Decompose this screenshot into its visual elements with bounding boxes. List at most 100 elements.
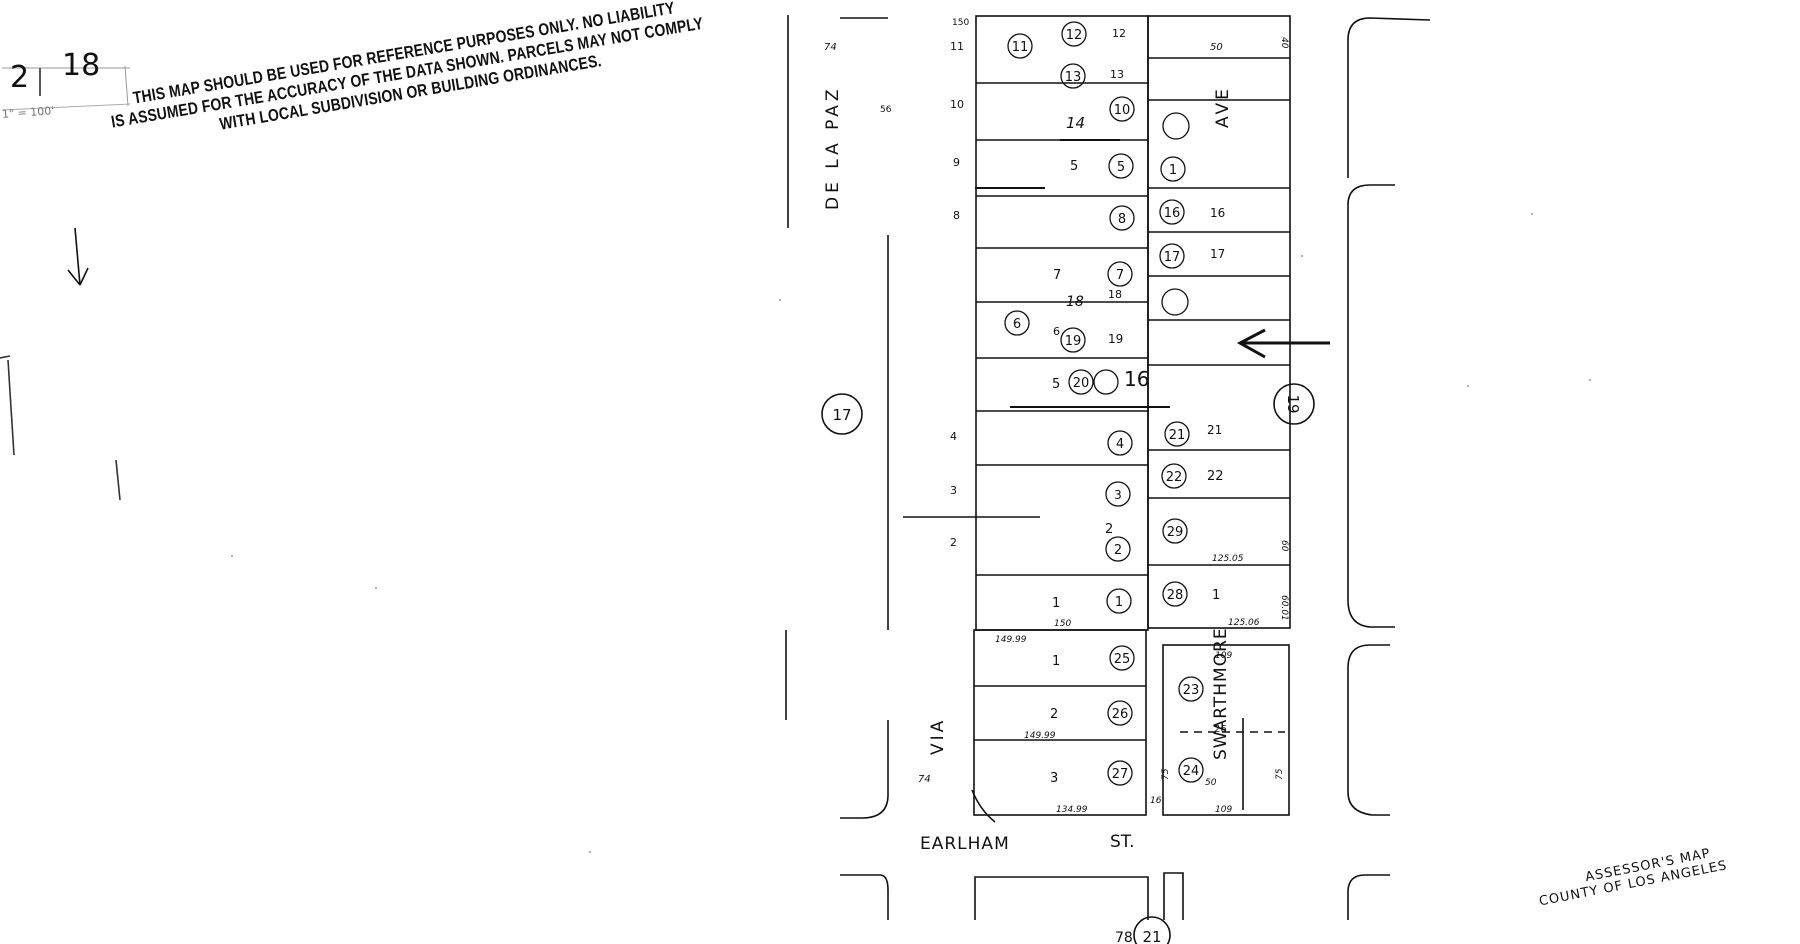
- dim-150-top: 150: [952, 18, 969, 28]
- parcel-25-icon: [1109, 645, 1135, 671]
- sw-lot-3-label: 3: [1050, 771, 1058, 786]
- parcel-13-label: 13: [1065, 70, 1082, 85]
- block-ref-circles: [821, 383, 1315, 944]
- parcel-19-label: 19: [1065, 334, 1082, 349]
- map-labels: 17 19 21 78 DE LA PAZ VIA SWARTHMORE AVE…: [823, 18, 1302, 944]
- lot-1-label: 1: [1052, 596, 1060, 611]
- lot-13-label: 13: [1110, 68, 1124, 81]
- sw-lot-2-label: 2: [1050, 707, 1058, 722]
- map-page-number: 18: [62, 48, 101, 83]
- dim-16: 16: [1150, 796, 1162, 806]
- east-lot-17-label: 17: [1210, 247, 1225, 261]
- east-lot-16-label: 16: [1210, 206, 1225, 220]
- lot-12-label: 12: [1112, 27, 1126, 40]
- lot-4: 4: [950, 430, 957, 443]
- parcel-east-28-icon: [1162, 581, 1188, 607]
- lot-9: 9: [953, 156, 960, 169]
- parcel-18-label: 18: [1066, 294, 1084, 310]
- map-index-box: [1, 65, 131, 111]
- parcel-23-label: 23: [1183, 683, 1200, 698]
- parcel-26-label: 26: [1112, 707, 1129, 722]
- parcel-circles: [1004, 21, 1204, 786]
- sw-lot-1-label: 1: [1052, 654, 1060, 669]
- parcel-25-label: 25: [1114, 652, 1131, 667]
- dim-74: 74: [824, 42, 837, 53]
- dim-109-bottom: 109: [1215, 805, 1232, 815]
- parcel-east-17-icon: [1159, 243, 1185, 269]
- east-parcel-17-label: 17: [1164, 250, 1181, 265]
- map-linework: [0, 15, 1431, 920]
- east-parcel-16-label: 16: [1164, 206, 1181, 221]
- parcel-8-label: 8: [1118, 212, 1126, 227]
- parcel-27-icon: [1107, 760, 1133, 786]
- parcel-5-icon: [1108, 153, 1134, 179]
- map-book-number: 2: [10, 60, 30, 95]
- parcel-4-icon: [1107, 430, 1133, 456]
- parcel-east-22-icon: [1161, 463, 1187, 489]
- scan-specks: [231, 213, 1591, 853]
- parcel-27-label: 27: [1112, 767, 1129, 782]
- dim-75-right: 75: [1275, 768, 1285, 780]
- dim-26: 26: [1214, 724, 1227, 735]
- parcel-23-icon: [1178, 676, 1204, 702]
- street-ave: AVE: [1213, 86, 1233, 128]
- street-swarthmore: SWARTHMORE: [1211, 627, 1231, 760]
- parcel-24-icon: [1178, 757, 1204, 783]
- block-78-label: 78: [1115, 930, 1133, 944]
- lot-8: 8: [953, 209, 960, 222]
- lot-11: 11: [950, 40, 964, 53]
- lot-14-label: 14: [1066, 114, 1085, 132]
- street-st: ST.: [1110, 832, 1135, 852]
- block-17-label: 17: [832, 406, 851, 424]
- lot-3: 3: [950, 484, 957, 497]
- parcel-1-icon: [1106, 588, 1132, 614]
- map-index: 2 18 1" = 100': [0, 48, 140, 132]
- dim-149-99-a: 149.99: [995, 635, 1027, 645]
- east-parcel-21-label: 21: [1169, 428, 1186, 443]
- block-19-circle: [1273, 383, 1315, 425]
- east-lot-1-label: 1: [1212, 588, 1220, 603]
- north-arrow-icon: [67, 227, 89, 286]
- east-dim-50: 50: [1210, 42, 1223, 53]
- dim-75-left: 75: [1161, 768, 1171, 780]
- parcel-east-1-icon: [1160, 156, 1186, 182]
- east-parcel-22-label: 22: [1166, 470, 1183, 485]
- block-19-label: 19: [1284, 394, 1302, 413]
- dim-134-99: 134.99: [1056, 805, 1088, 815]
- lot-6-label: 6: [1053, 325, 1060, 338]
- street-de-la-paz: DE LA PAZ: [823, 85, 843, 210]
- parcel-6-icon: [1004, 310, 1030, 336]
- arrow-icon: [1236, 328, 1330, 359]
- dim-56: 56: [880, 105, 892, 115]
- parcel-6-label: 6: [1013, 317, 1021, 332]
- parcel-2-icon: [1105, 536, 1131, 562]
- parcel-19-icon: [1060, 327, 1086, 353]
- parcel-5-label: 5: [1117, 160, 1125, 175]
- lot-5b-label: 5: [1052, 377, 1060, 392]
- parcel-3-icon: [1105, 481, 1131, 507]
- dim-125-06: 125.06: [1228, 618, 1260, 628]
- east-parcel-1-label: 1: [1169, 163, 1177, 178]
- parcel-13-icon: [1060, 63, 1086, 89]
- dim-50: 50: [1205, 778, 1217, 788]
- lot-7-label: 7: [1053, 268, 1061, 283]
- lot-19-label: 19: [1108, 332, 1123, 346]
- east-lot-22-label: 22: [1207, 469, 1224, 484]
- parcel-11-icon: [1007, 33, 1033, 59]
- dim-via-74: 74: [918, 774, 931, 785]
- dim-150: 150: [1054, 619, 1071, 629]
- parcel-8-icon: [1109, 205, 1135, 231]
- parcel-east-16-icon: [1159, 199, 1185, 225]
- parcel-4-label: 4: [1116, 437, 1124, 452]
- dim-125-05: 125.05: [1212, 554, 1244, 564]
- parcel-20-icon: [1068, 369, 1094, 395]
- parcel-12-label: 12: [1066, 28, 1083, 43]
- parcel-12-icon: [1061, 21, 1087, 47]
- lot-18-label: 18: [1108, 288, 1122, 301]
- east-lot-21-label: 21: [1207, 423, 1222, 437]
- parcel-3-label: 3: [1114, 488, 1122, 502]
- parcel-16-label: 16: [1124, 367, 1149, 391]
- lot-10: 10: [950, 98, 964, 111]
- east-parcel-29-label: 29: [1167, 525, 1184, 540]
- dim-109-top: 109: [1215, 651, 1232, 661]
